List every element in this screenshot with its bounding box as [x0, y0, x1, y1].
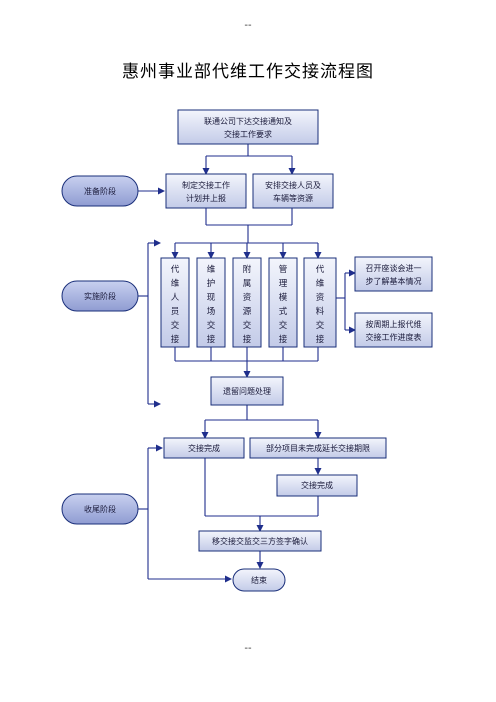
box-resources-char-1: 属	[243, 279, 252, 289]
box-mgmt-char-0: 管	[279, 264, 288, 275]
box-data-char-1: 维	[316, 278, 325, 289]
box-resources-char-3: 源	[243, 307, 252, 317]
box-site-char-2: 现	[207, 293, 216, 303]
box-arrange-line1: 安排交接人员及	[265, 180, 321, 190]
box-done1-label: 交接完成	[188, 443, 220, 453]
box-plan-line1: 制定交接工作	[182, 180, 230, 190]
box-site-char-1: 护	[207, 278, 216, 289]
box-meeting-line1: 召开座谈会进一	[366, 263, 422, 273]
stage-prepare: 准备阶段	[61, 175, 139, 207]
box-personnel-char-2: 人	[171, 293, 180, 303]
box-extend-period: 部分项目未完成延长交接期限	[249, 437, 387, 459]
box-data-char-4: 交	[316, 320, 325, 331]
box-extend-label: 部分项目未完成延长交接期限	[266, 443, 370, 453]
box-site-char-3: 场	[207, 307, 216, 317]
box-site-char-5: 接	[207, 334, 216, 345]
page-title: 惠州事业部代维工作交接流程图	[122, 62, 374, 82]
box-resources-char-0: 附	[243, 264, 252, 275]
box-personnel-char-5: 接	[171, 334, 180, 345]
header-mark: --	[244, 20, 252, 31]
box-handover-complete-1: 交接完成	[163, 437, 245, 459]
box-notice: 联通公司下达交接通知及 交接工作要求	[177, 109, 319, 145]
box-plan: 制定交接工作 计划并上报	[165, 173, 247, 209]
connectors	[138, 144, 356, 583]
box-mgmt-char-3: 式	[279, 306, 288, 317]
box-site-char-0: 维	[207, 264, 216, 275]
box-mgmt-handover: 管 理 模 式 交 接	[268, 257, 298, 348]
box-weekly-report: 按周期上报代维 交接工作进度表	[354, 312, 433, 348]
box-meeting-line2: 步了解基本情况	[366, 276, 422, 286]
box-personnel-char-1: 维	[171, 278, 180, 289]
stage-implement-label: 实施阶段	[84, 291, 116, 301]
box-data-handover: 代 维 资 料 交 接	[303, 257, 337, 348]
box-mgmt-char-4: 交	[279, 320, 288, 331]
stage-closing-label: 收尾阶段	[84, 504, 116, 514]
stage-closing: 收尾阶段	[61, 493, 139, 525]
stage-prepare-label: 准备阶段	[84, 186, 116, 196]
box-resources-handover: 附 属 资 源 交 接	[232, 257, 262, 348]
box-plan-line2: 计划并上报	[186, 193, 226, 203]
box-site-char-4: 交	[207, 320, 216, 331]
box-end: 结束	[232, 568, 286, 592]
box-data-char-0: 代	[316, 264, 325, 275]
box-data-char-5: 接	[316, 334, 325, 345]
box-legacy-issues: 遗留问题处理	[210, 376, 284, 406]
box-personnel-char-0: 代	[171, 264, 180, 275]
box-notice-line2: 交接工作要求	[224, 129, 272, 139]
box-arrange-line2: 车辆等资源	[273, 193, 313, 203]
box-weekly-line2: 交接工作进度表	[366, 332, 422, 342]
box-resources-char-2: 资	[243, 292, 252, 303]
box-weekly-line1: 按周期上报代维	[366, 319, 422, 329]
box-signoff-label: 移交接交监交三方签字确认	[212, 536, 308, 546]
box-end-label: 结束	[251, 575, 267, 585]
box-handover-complete-2: 交接完成	[276, 474, 358, 497]
box-mgmt-char-5: 接	[279, 334, 288, 345]
box-personnel-char-4: 交	[171, 320, 180, 331]
box-personnel-char-3: 员	[171, 307, 180, 317]
box-arrange: 安排交接人员及 车辆等资源	[252, 173, 334, 209]
box-site-handover: 维 护 现 场 交 接	[196, 257, 226, 348]
box-notice-line1: 联通公司下达交接通知及	[204, 116, 292, 126]
box-meeting: 召开座谈会进一 步了解基本情况	[354, 256, 433, 292]
footer-mark: --	[244, 643, 252, 654]
box-mgmt-char-2: 模	[279, 292, 288, 303]
box-signoff: 移交接交监交三方签字确认	[198, 530, 322, 552]
box-mgmt-char-1: 理	[279, 279, 288, 289]
box-personnel-handover: 代 维 人 员 交 接	[160, 257, 190, 348]
box-done2-label: 交接完成	[301, 480, 333, 490]
box-data-char-2: 资	[316, 292, 325, 303]
box-legacy-label: 遗留问题处理	[223, 386, 271, 396]
box-resources-char-5: 接	[243, 334, 252, 345]
box-data-char-3: 料	[316, 306, 325, 317]
box-resources-char-4: 交	[243, 320, 252, 331]
stage-implement: 实施阶段	[61, 280, 139, 312]
